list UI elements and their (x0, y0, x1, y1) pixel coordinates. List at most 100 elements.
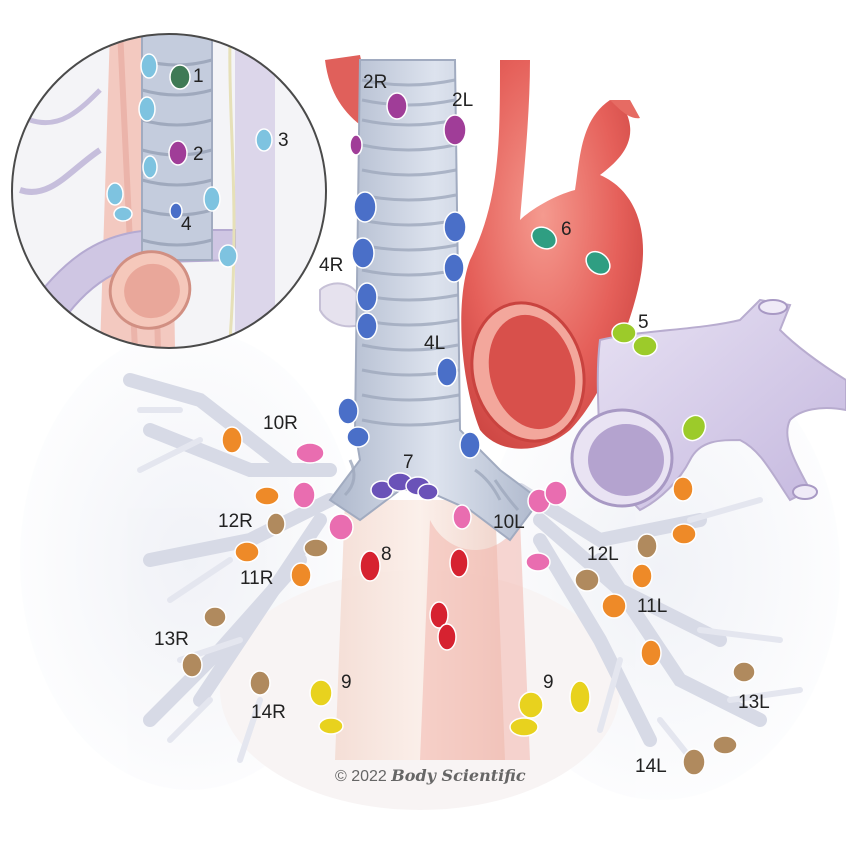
lymph-node (429, 601, 449, 629)
lymph-node (611, 322, 637, 344)
label-station-14L: 14L (635, 756, 667, 777)
lymph-node (356, 312, 378, 340)
lymph-node (443, 211, 467, 243)
lymph-node (295, 442, 325, 464)
label-station-7: 7 (403, 452, 414, 473)
lymph-node (640, 639, 662, 667)
lymph-node (437, 623, 457, 651)
lymph-node (346, 426, 370, 448)
lymph-node (356, 282, 378, 312)
label-station-13L: 13L (738, 692, 770, 713)
lymph-nodes-station-2 (349, 92, 467, 156)
label-station-5: 5 (638, 312, 649, 333)
lymph-node (436, 357, 458, 387)
right-bronchial-tree (123, 373, 337, 727)
lymph-node (525, 552, 551, 572)
label-station-8: 8 (381, 544, 392, 565)
lymph-node (631, 563, 653, 589)
lymph-node (509, 717, 539, 737)
lymph-node (459, 431, 481, 459)
lymph-node (138, 96, 156, 122)
label-station-4L: 4L (424, 333, 446, 354)
lymph-node (181, 652, 203, 678)
label-station-1: 1 (193, 66, 204, 87)
lymph-node (328, 513, 354, 541)
label-station-9-right: 9 (341, 672, 352, 693)
lymph-node (544, 480, 568, 506)
copyright-prefix: © 2022 (335, 768, 387, 785)
lymph-node (353, 191, 377, 223)
label-station-4R: 4R (319, 255, 344, 276)
lymph-node (732, 661, 756, 683)
inset-magnified-view (11, 33, 327, 349)
label-station-11R: 11R (240, 568, 274, 589)
lymph-node (218, 244, 238, 268)
lymph-node (530, 226, 558, 250)
lymph-node (142, 155, 158, 179)
lymph-node (585, 250, 611, 276)
label-station-14R: 14R (251, 702, 286, 723)
descending-aorta (420, 520, 530, 760)
lymph-nodes-station-10 (292, 442, 568, 572)
lymph-nodes-station-8 (359, 548, 469, 651)
lymph-node (672, 476, 694, 502)
label-station-11L: 11L (637, 596, 668, 617)
lymph-node (292, 481, 316, 509)
inset-vein (235, 34, 275, 348)
lymph-node (349, 134, 363, 156)
lymph-node (671, 523, 697, 545)
left-subclavian-artery (610, 100, 640, 119)
lymph-node (106, 182, 124, 206)
label-station-4-inset: 4 (181, 214, 192, 235)
lymph-node (266, 512, 286, 536)
lymph-node (351, 237, 375, 269)
lymph-node (417, 483, 439, 501)
lymph-node (309, 679, 333, 707)
lymph-node (518, 691, 544, 719)
lymph-node (290, 562, 312, 588)
lymph-nodes-station-5 (611, 322, 707, 442)
label-station-10L: 10L (493, 512, 525, 533)
label-station-3: 3 (278, 130, 289, 151)
lymph-node (449, 548, 469, 578)
aortic-arch (461, 60, 644, 449)
lymph-node (569, 680, 591, 714)
lymph-node (443, 253, 465, 283)
lymph-node (443, 114, 467, 146)
lymph-node (140, 53, 158, 79)
copyright-notice: © 2022 Body Scientific (335, 766, 526, 786)
lymph-node (254, 486, 280, 506)
lymph-node (203, 606, 227, 628)
lymph-node (712, 735, 738, 755)
lymph-node (337, 397, 359, 425)
lymph-node (632, 335, 658, 357)
lymph-node (221, 426, 243, 454)
lymph-nodes-station-7 (370, 472, 439, 501)
label-station-12R: 12R (218, 511, 253, 532)
lymph-node (255, 128, 273, 152)
lymph-node (169, 202, 183, 220)
lymph-node (386, 92, 408, 120)
lymph-node (169, 64, 191, 90)
lymph-node (359, 550, 381, 582)
lymph-node (636, 533, 658, 559)
lymph-node (574, 568, 600, 592)
lymph-node (203, 186, 221, 212)
lymph-node (682, 748, 706, 776)
lymph-node (249, 670, 271, 696)
label-station-2-inset: 2 (193, 144, 204, 165)
aorta-lumen (488, 314, 576, 430)
lymph-node (601, 593, 627, 619)
lymph-node (303, 538, 329, 558)
azygos-stub (319, 282, 361, 328)
lymph-nodes-station-4 (337, 191, 481, 459)
lymph-nodes-station-11 (221, 426, 697, 667)
label-station-10R: 10R (263, 413, 298, 434)
label-station-13R: 13R (154, 629, 189, 650)
lymph-node (681, 414, 707, 442)
inset-vessel-lumen (124, 263, 180, 319)
lymph-nodes-station-12-14 (181, 512, 756, 776)
copyright-brand: Body Scientific (391, 766, 526, 785)
label-station-6: 6 (561, 219, 572, 240)
